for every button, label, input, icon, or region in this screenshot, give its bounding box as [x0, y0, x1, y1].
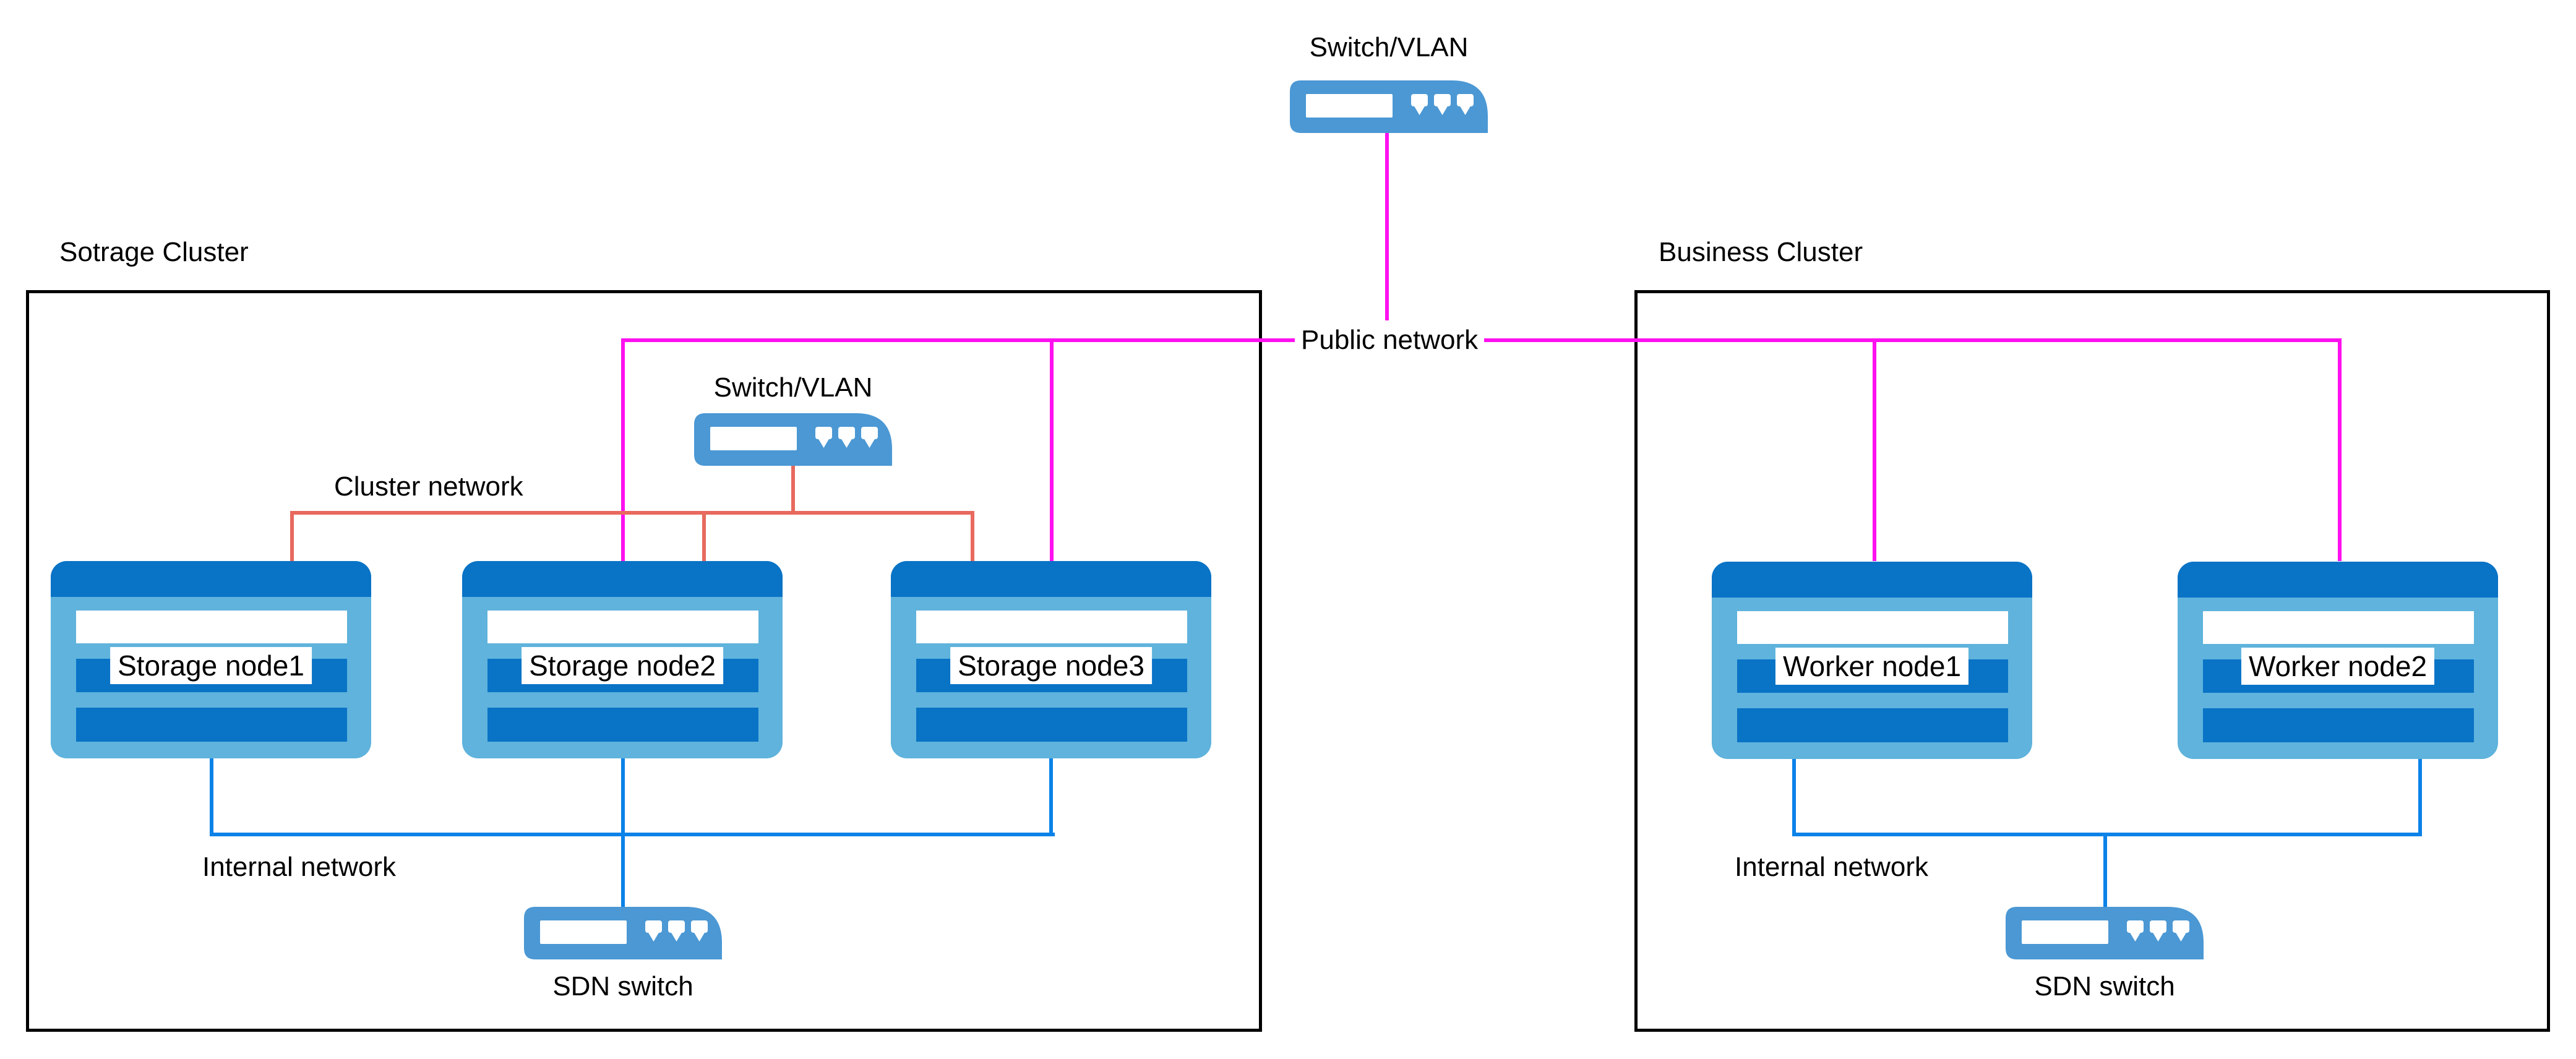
business-sdn-switch-icon	[2006, 907, 2204, 959]
storage-cluster-box	[26, 290, 1262, 1032]
server-drive-bar	[2203, 708, 2474, 742]
business-sdn-switch-label: SDN switch	[2034, 971, 2175, 1001]
internal-network-link-worker-node2	[2418, 758, 2422, 836]
server-header-bar	[1712, 562, 2032, 598]
storage-cluster-title: Sotrage Cluster	[59, 237, 249, 267]
public-network-label: Public network	[1295, 320, 1485, 360]
server-slot	[76, 611, 347, 643]
worker-node2-label: Worker node2	[2241, 648, 2435, 685]
storage-node2-label: Storage node2	[522, 647, 723, 684]
public-network-link-worker-node1	[1873, 338, 1876, 561]
internal-network-link-storage-node3	[1049, 758, 1053, 836]
internal-network-link-worker-node1	[1792, 758, 1796, 836]
server-drive-bar	[487, 708, 758, 742]
internal-network-line-business	[1792, 833, 2422, 836]
cluster-network-link-switch	[791, 464, 795, 515]
internal-network-line-storage	[210, 833, 1055, 836]
server-slot	[1737, 611, 2008, 644]
top-switch-icon	[1290, 80, 1488, 133]
server-slot	[2203, 611, 2474, 644]
storage-switch-label: Switch/VLAN	[713, 372, 873, 403]
cluster-network-link-node3	[971, 511, 974, 563]
server-slot	[487, 611, 758, 643]
business-internal-network-label: Internal network	[1735, 852, 1929, 882]
storage-node1-label: Storage node1	[110, 647, 312, 684]
server-header-bar	[2178, 562, 2498, 598]
cluster-network-link-node1	[290, 511, 294, 563]
storage-node2: Storage node2	[462, 561, 783, 758]
worker-node1: Worker node1	[1712, 562, 2032, 759]
storage-node3: Storage node3	[891, 561, 1211, 758]
server-header-bar	[51, 561, 371, 597]
storage-internal-network-label: Internal network	[202, 852, 397, 882]
server-header-bar	[891, 561, 1211, 597]
public-network-link-storage-node2	[621, 338, 625, 561]
server-slot	[916, 611, 1187, 643]
storage-switch-icon	[694, 413, 892, 466]
worker-node1-label: Worker node1	[1775, 648, 1969, 685]
public-network-link-storage-node3	[1050, 338, 1054, 561]
cluster-network-line	[290, 511, 974, 515]
internal-network-link-sdn-switch-right	[2103, 833, 2107, 909]
public-network-link-top-switch	[1385, 133, 1389, 340]
server-header-bar	[462, 561, 783, 597]
storage-sdn-switch-label: SDN switch	[552, 971, 693, 1001]
worker-node2: Worker node2	[2178, 562, 2498, 759]
top-switch-label: Switch/VLAN	[1309, 32, 1469, 62]
storage-node3-label: Storage node3	[950, 647, 1152, 684]
server-drive-bar	[76, 708, 347, 742]
storage-node1: Storage node1	[51, 561, 371, 758]
cluster-network-label: Cluster network	[334, 471, 523, 502]
storage-sdn-switch-icon	[524, 907, 722, 959]
server-drive-bar	[916, 708, 1187, 742]
business-cluster-title: Business Cluster	[1659, 237, 1863, 267]
server-drive-bar	[1737, 708, 2008, 742]
internal-network-link-storage-node1	[210, 758, 213, 836]
public-network-link-worker-node2	[2338, 338, 2342, 561]
cluster-network-link-node2	[702, 511, 706, 563]
business-cluster-box	[1634, 290, 2550, 1032]
internal-network-link-sdn-switch-left	[621, 758, 625, 909]
